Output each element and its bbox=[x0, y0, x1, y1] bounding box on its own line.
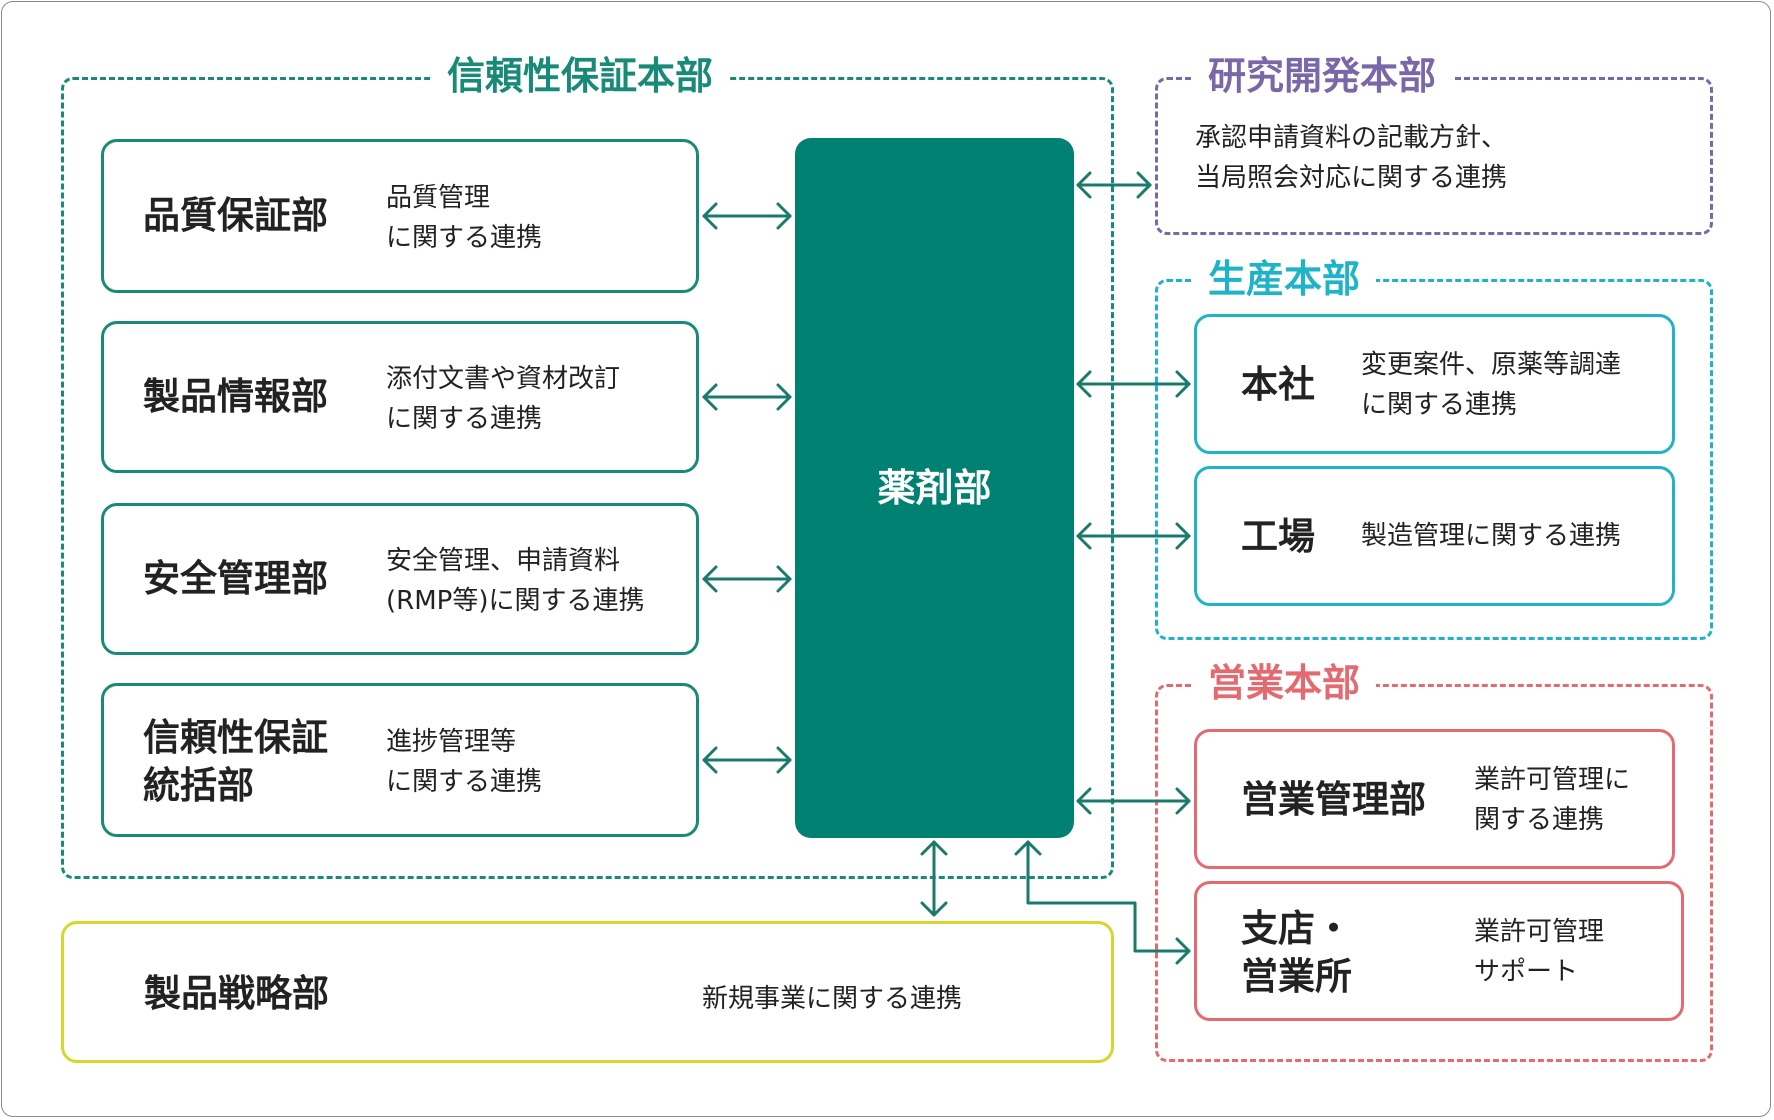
sales-group-title: 営業本部 bbox=[1192, 660, 1377, 706]
box-desc: 添付文書や資材改訂 に関する連携 bbox=[386, 364, 621, 434]
qa-box-product-info: 製品情報部 添付文書や資材改訂 に関する連携 bbox=[101, 321, 699, 473]
product-strategy-box: 製品戦略部 新規事業に関する連携 bbox=[61, 921, 1114, 1063]
sales-group bbox=[1155, 684, 1713, 1062]
sales-box-branches: 支店・ 営業所 業許可管理 サポート bbox=[1194, 881, 1684, 1021]
arrow-reliability-control bbox=[702, 746, 792, 774]
box-name: 製品情報部 bbox=[143, 375, 328, 418]
arrow-sales-management bbox=[1076, 787, 1191, 815]
arrow-factory bbox=[1076, 522, 1191, 550]
production-group-title: 生産本部 bbox=[1192, 256, 1377, 302]
box-name: 営業管理部 bbox=[1241, 778, 1426, 821]
arrow-head-office bbox=[1076, 370, 1191, 398]
rd-group-desc: 承認申請資料の記載方針、 当局照会対応に関する連携 bbox=[1195, 123, 1508, 193]
arrow-branches bbox=[1014, 840, 1191, 965]
arrow-product-strategy bbox=[920, 840, 948, 917]
arrow-safety bbox=[702, 565, 792, 593]
arrow-rd bbox=[1076, 171, 1152, 199]
sales-box-management: 営業管理部 業許可管理に 関する連携 bbox=[1194, 729, 1675, 869]
pharmacy-department-box: 薬剤部 bbox=[795, 138, 1074, 838]
production-group bbox=[1155, 279, 1713, 640]
qa-box-reliability-control: 信頼性保証 統括部 進捗管理等 に関する連携 bbox=[101, 683, 699, 837]
qa-box-safety: 安全管理部 安全管理、申請資料 (RMP等)に関する連携 bbox=[101, 503, 699, 655]
arrow-product-info bbox=[702, 383, 792, 411]
box-name: 安全管理部 bbox=[143, 557, 328, 600]
production-box-factory: 工場 製造管理に関する連携 bbox=[1194, 466, 1675, 606]
box-name: 品質保証部 bbox=[143, 194, 328, 237]
box-name: 製品戦略部 bbox=[144, 972, 329, 1015]
center-label: 薬剤部 bbox=[877, 466, 992, 510]
box-name: 支店・ 営業所 bbox=[1241, 907, 1352, 998]
arrow-quality-assurance bbox=[702, 202, 792, 230]
box-desc: 品質管理 に関する連携 bbox=[386, 183, 543, 253]
box-desc: 製造管理に関する連携 bbox=[1361, 521, 1622, 551]
box-desc: 業許可管理に 関する連携 bbox=[1474, 765, 1631, 835]
rd-group-title: 研究開発本部 bbox=[1192, 53, 1453, 99]
box-desc: 進捗管理等 に関する連携 bbox=[386, 727, 543, 797]
production-box-head-office: 本社 変更案件、原薬等調達 に関する連携 bbox=[1194, 314, 1675, 454]
box-name: 信頼性保証 統括部 bbox=[143, 716, 328, 807]
box-desc: 業許可管理 サポート bbox=[1474, 917, 1605, 987]
box-desc: 変更案件、原薬等調達 に関する連携 bbox=[1361, 350, 1622, 420]
box-desc: 安全管理、申請資料 (RMP等)に関する連携 bbox=[386, 546, 645, 616]
box-name: 本社 bbox=[1241, 363, 1315, 406]
qa-box-quality-assurance: 品質保証部 品質管理 に関する連携 bbox=[101, 139, 699, 293]
qa-group-title: 信頼性保証本部 bbox=[431, 53, 730, 99]
box-name: 工場 bbox=[1241, 515, 1315, 558]
box-desc: 新規事業に関する連携 bbox=[702, 984, 963, 1014]
